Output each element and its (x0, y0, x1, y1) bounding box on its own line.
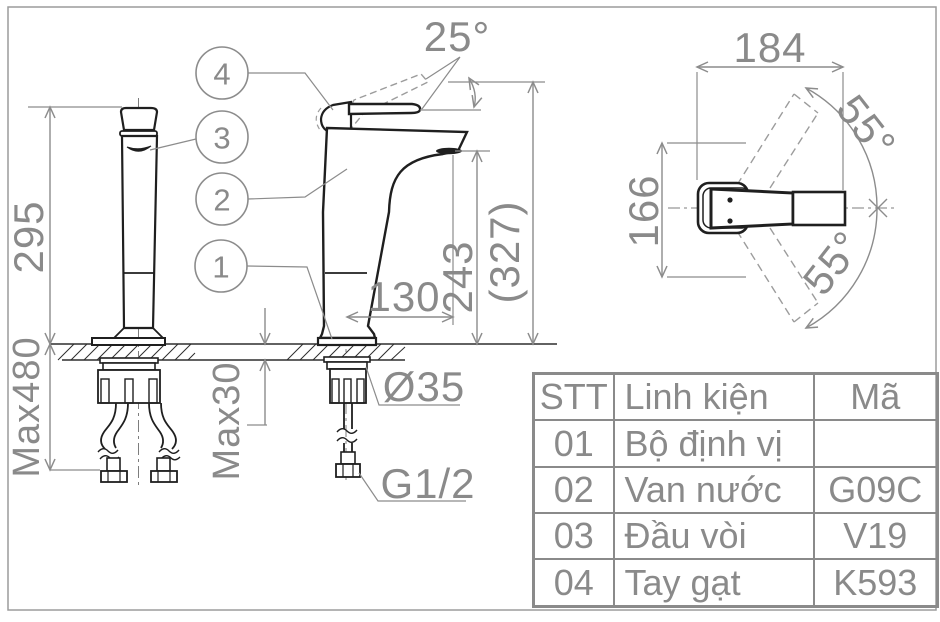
part-code (812, 419, 939, 468)
supply-hose-left (100, 402, 117, 450)
dimension-lines (28, 46, 845, 502)
table-row: 02 Van nước G09C (532, 465, 939, 515)
aerator (436, 147, 462, 155)
top-view (668, 87, 897, 329)
sheet-border (7, 6, 937, 611)
angle-25-arc (468, 76, 483, 109)
callout-4: 4 (213, 56, 231, 92)
header-ma: Mã (812, 372, 939, 422)
table-row: 04 Tay gạt K593 (532, 558, 939, 608)
angle-25-rays (421, 56, 461, 110)
row-index: 03 (532, 512, 615, 561)
part-name: Tay gạt (612, 558, 815, 608)
swing-arc (804, 87, 878, 329)
callout-circle-3 (195, 110, 249, 164)
part-code: G09C (812, 465, 939, 515)
dim-label-dia35: Ø35 (382, 363, 466, 410)
table-row: 01 Bộ định vị (532, 419, 939, 468)
callout-2: 2 (213, 182, 231, 218)
leader-dia35 (365, 366, 460, 406)
handle-lever (347, 102, 422, 116)
callout-1: 1 (212, 249, 230, 285)
handle-top (709, 187, 795, 230)
dim-label-g12: G1/2 (380, 460, 476, 507)
row-index: 01 (532, 419, 615, 468)
leader-callout-4 (248, 72, 334, 111)
dim-label-25deg: 25° (423, 13, 491, 60)
dim-label-166: 166 (620, 174, 667, 248)
side-aerator-mark (126, 145, 152, 152)
part-name: Đầu vòi (612, 512, 815, 561)
leader-callout-3 (149, 138, 197, 151)
parts-table: STT Linh kiện Mã 01 Bộ định vị 02 Van nư… (532, 372, 939, 608)
dim-label-295: 295 (5, 200, 52, 274)
dim-label-243: 243 (434, 240, 481, 314)
callout-circle-4 (195, 46, 249, 100)
leader-callout-1 (246, 265, 333, 340)
dim-label-130: 130 (367, 273, 441, 320)
dim-label-max30: Max30 (206, 361, 248, 481)
side-view (91, 98, 181, 488)
dim-label-max480: Max480 (6, 336, 48, 478)
part-name: Van nước (612, 465, 815, 515)
handle-grip-top (791, 190, 847, 227)
dim-label-327: (327) (481, 200, 528, 304)
dim-label-184: 184 (733, 24, 807, 71)
header-linh-kien: Linh kiện (612, 372, 815, 422)
handle-raised-ghost (341, 73, 430, 132)
front-view (315, 73, 469, 480)
row-index: 04 (532, 558, 615, 608)
part-name: Bộ định vị (612, 419, 815, 468)
header-stt: STT (532, 372, 615, 422)
callout-3: 3 (213, 120, 231, 156)
table-row: 03 Đầu vòi V19 (532, 512, 939, 561)
callout-circle-1 (194, 239, 248, 293)
part-code: K593 (812, 558, 939, 608)
part-code: V19 (812, 512, 939, 561)
parts-table-header-row: STT Linh kiện Mã (532, 372, 939, 422)
supply-hose-right (160, 402, 177, 450)
leader-g12 (358, 472, 466, 502)
leader-callout-2 (247, 168, 348, 200)
row-index: 02 (532, 465, 615, 515)
callout-circle-2 (195, 172, 249, 226)
inlet-nut (335, 463, 361, 478)
mounting-shank (329, 368, 367, 404)
